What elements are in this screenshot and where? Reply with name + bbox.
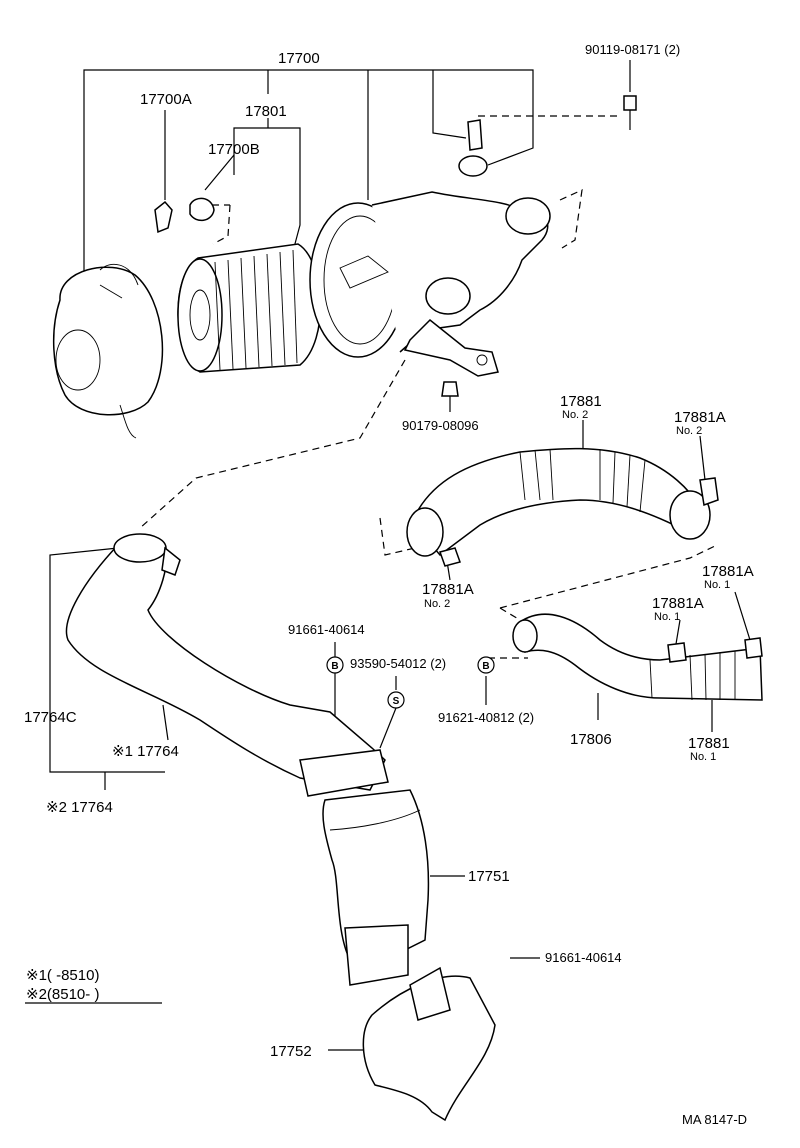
air-filter-element [177,243,322,373]
leader-lines [25,60,751,1051]
mark-b-1-text: B [331,661,338,672]
hose-upper [406,447,719,567]
intake-duct [65,533,389,797]
air-cleaner-case [309,191,551,377]
label-90179: 90179-08096 [402,418,479,433]
label-17700: 17700 [278,50,320,67]
reference-code: MA 8147-D [682,1112,747,1127]
hose-lower [512,613,763,701]
note-2: ※2(8510- ) [26,986,99,1003]
label-17700B: 17700B [208,141,260,158]
mark-s-text: S [393,696,400,707]
mark-s [387,691,405,709]
mark-b-1 [326,656,344,674]
label-17806: 17806 [570,731,612,748]
label-17881A-r1-no: No. 1 [704,579,730,591]
air-cleaner-cap [52,263,164,439]
label-17752: 17752 [270,1043,312,1060]
label-17881A-r1: 17881A [702,563,754,580]
markers: B S B [326,656,495,709]
label-17881-top: 17881 [560,393,602,410]
label-17881-top-no: No. 2 [562,409,588,421]
label-17881-bot: 17881 [688,735,730,752]
label-17764-2: ※2 17764 [46,799,113,816]
label-17764-1: ※1 17764 [112,743,179,760]
label-17881A-r2-no: No. 1 [654,611,680,623]
note-1: ※1( -8510) [26,967,99,984]
label-17881-bot-no: No. 1 [690,751,716,763]
label-17700A: 17700A [140,91,192,108]
label-17751: 17751 [468,868,510,885]
mark-b-2 [477,656,495,674]
label-91661-a: 91661-40614 [288,622,365,637]
label-17801: 17801 [245,103,287,120]
label-17881A-mid: 17881A [422,581,474,598]
air-duct-lower [362,966,496,1122]
labels: 17700 17700A 17801 17700B 90119-08171 (2… [24,42,754,1127]
label-17881A-top: 17881A [674,409,726,426]
label-17881A-r2: 17881A [652,595,704,612]
label-17881A-top-no: No. 2 [676,425,702,437]
label-17881A-mid-no: No. 2 [424,598,450,610]
label-93590: 93590-54012 (2) [350,656,446,671]
label-17764C: 17764C [24,709,77,726]
mark-b-2-text: B [482,661,489,672]
small-hardware [154,95,637,397]
label-90119: 90119-08171 (2) [585,42,680,57]
label-91621: 91621-40812 (2) [438,710,534,725]
label-91661-b: 91661-40614 [545,950,622,965]
air-duct [322,789,430,986]
